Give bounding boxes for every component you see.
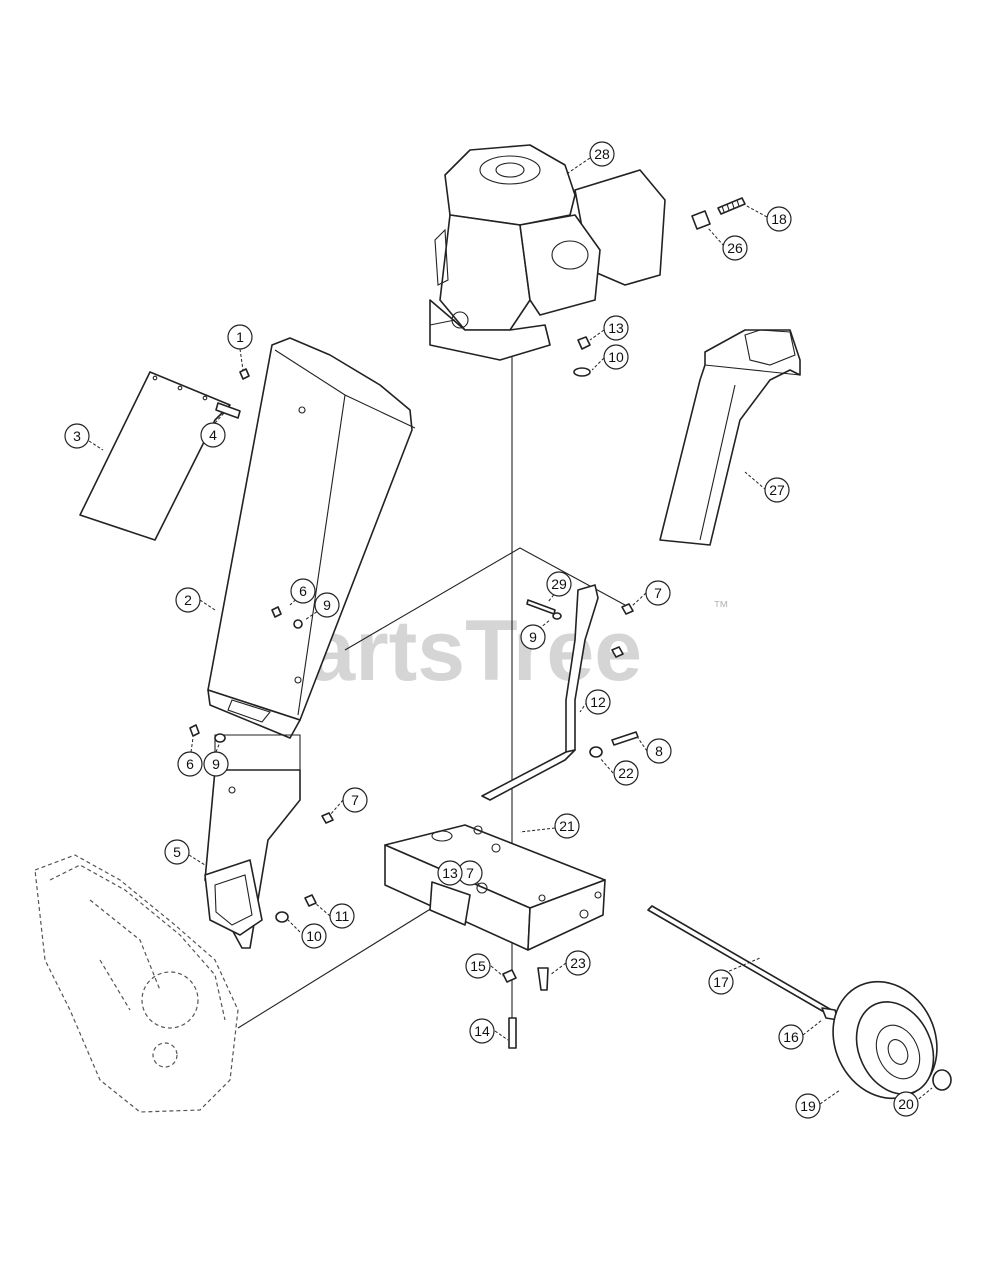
svg-text:1: 1 — [236, 329, 244, 345]
callout-10-chute: 10 — [301, 923, 327, 949]
svg-text:21: 21 — [559, 818, 575, 834]
callout-21: 21 — [554, 813, 580, 839]
engine-part — [429, 144, 666, 361]
svg-text:23: 23 — [570, 955, 586, 971]
svg-text:4: 4 — [209, 427, 217, 443]
bracket-part-4 — [215, 402, 241, 419]
chute-nut — [321, 812, 334, 824]
svg-text:26: 26 — [727, 240, 743, 256]
hopper-part — [207, 337, 416, 739]
svg-text:7: 7 — [351, 792, 359, 808]
callout-20: 20 — [893, 1091, 919, 1117]
svg-text:9: 9 — [529, 629, 537, 645]
axle-part — [647, 905, 839, 1021]
lower-chute-part — [204, 769, 301, 949]
bolt-part-18 — [717, 197, 746, 215]
svg-text:22: 22 — [618, 765, 634, 781]
svg-text:28: 28 — [594, 146, 610, 162]
callout-29: 29 — [546, 571, 572, 597]
callout-18: 18 — [766, 206, 792, 232]
deflector-flap-part — [79, 371, 231, 541]
chute-washer-nut — [275, 894, 317, 923]
handle-bolt-washer — [589, 731, 639, 758]
svg-text:6: 6 — [299, 583, 307, 599]
callout-8: 8 — [646, 738, 672, 764]
callout-15: 15 — [465, 953, 491, 979]
frame-base-part — [384, 824, 606, 951]
callout-13-engine: 13 — [603, 315, 629, 341]
callout-1: 1 — [227, 324, 253, 350]
svg-text:10: 10 — [608, 349, 624, 365]
svg-text:14: 14 — [474, 1023, 490, 1039]
watermark-trademark: ™ — [713, 599, 729, 616]
svg-text:16: 16 — [783, 1029, 799, 1045]
callout-17: 17 — [708, 969, 734, 995]
callout-11: 11 — [329, 903, 355, 929]
svg-text:20: 20 — [898, 1096, 914, 1112]
svg-text:15: 15 — [470, 958, 486, 974]
svg-text:7: 7 — [466, 865, 474, 881]
callout-6-upper: 6 — [290, 578, 316, 604]
callout-28: 28 — [589, 141, 615, 167]
svg-text:5: 5 — [173, 844, 181, 860]
callout-27: 27 — [764, 477, 790, 503]
frame-hardware — [502, 967, 549, 1049]
svg-text:3: 3 — [73, 428, 81, 444]
housing-guide-line — [237, 899, 446, 1029]
handle-hardware — [526, 599, 634, 658]
callout-12: 12 — [585, 689, 611, 715]
svg-text:29: 29 — [551, 576, 567, 592]
svg-text:2: 2 — [184, 592, 192, 608]
callout-22: 22 — [613, 760, 639, 786]
hopper-bolt-washer — [271, 606, 303, 629]
svg-text:19: 19 — [800, 1098, 816, 1114]
callout-14: 14 — [469, 1018, 495, 1044]
callout-9-handle: 9 — [520, 624, 546, 650]
svg-text:13: 13 — [442, 865, 458, 881]
svg-text:11: 11 — [335, 908, 350, 924]
hub-cap-part — [932, 1069, 952, 1091]
svg-text:18: 18 — [771, 211, 787, 227]
svg-text:13: 13 — [608, 320, 624, 336]
handle-part — [481, 584, 599, 801]
callout-9-upper: 9 — [314, 592, 340, 618]
callout-3: 3 — [64, 423, 90, 449]
chute-bolt-washer — [189, 724, 226, 743]
wheel-part — [832, 980, 938, 1100]
nut-washer-engine — [573, 336, 591, 377]
svg-text:27: 27 — [769, 482, 785, 498]
callout-26: 26 — [722, 235, 748, 261]
callout-5: 5 — [164, 839, 190, 865]
blower-housing-part — [34, 854, 239, 1113]
svg-text:7: 7 — [654, 585, 662, 601]
callout-6-lower: 6 — [177, 751, 203, 777]
svg-text:12: 12 — [590, 694, 606, 710]
chute-cone-part — [659, 329, 801, 546]
svg-text:9: 9 — [323, 597, 331, 613]
svg-text:10: 10 — [306, 928, 322, 944]
callout-10-engine: 10 — [603, 344, 629, 370]
callout-7-handle: 7 — [645, 580, 671, 606]
callout-4: 4 — [200, 422, 226, 448]
callout-9-lower: 9 — [203, 751, 229, 777]
svg-text:6: 6 — [186, 756, 194, 772]
screw-part-1 — [239, 368, 250, 380]
callout-23: 23 — [565, 950, 591, 976]
svg-text:9: 9 — [212, 756, 220, 772]
callout-2: 2 — [175, 587, 201, 613]
svg-text:17: 17 — [713, 974, 729, 990]
coupler-part-26 — [691, 210, 711, 230]
callout-13-frame: 13 — [437, 860, 463, 886]
callout-16: 16 — [778, 1024, 804, 1050]
callout-7-chute: 7 — [342, 787, 368, 813]
callout-19: 19 — [795, 1093, 821, 1119]
svg-text:8: 8 — [655, 743, 663, 759]
